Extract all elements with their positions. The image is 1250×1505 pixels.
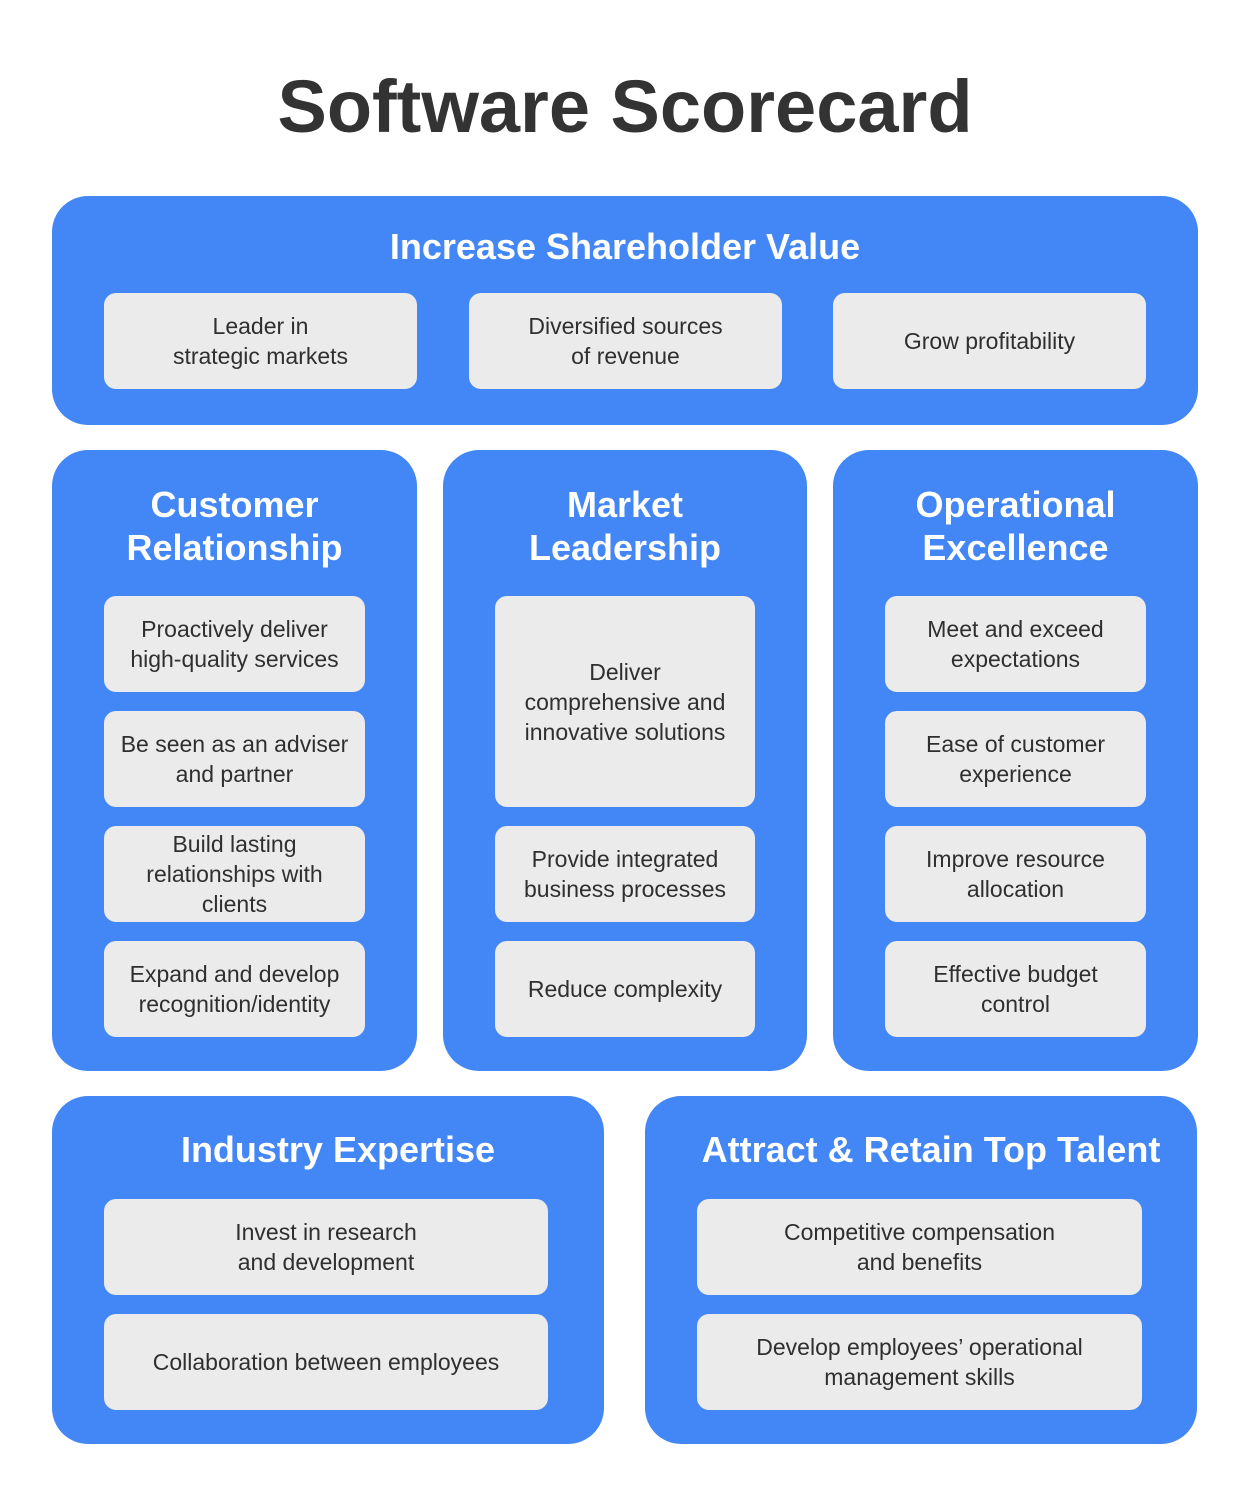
customer-item-text: Expand and develop recognition/identity (129, 961, 340, 1017)
talent-item-text: Competitive compensation and benefits (783, 1219, 1056, 1275)
market-item-text: Deliver comprehensive and innovative sol… (524, 658, 726, 745)
industry-item: Invest in research and development (104, 1199, 548, 1295)
operational-item: Improve resource allocation (885, 826, 1146, 922)
market-item-text: Reduce complexity (527, 976, 723, 1002)
customer-item: Proactively deliver high-quality service… (104, 596, 365, 692)
operational-excellence-panel: Operational Excellence Meet and exceed e… (833, 450, 1198, 1071)
market-item: Provide integrated business processes (495, 826, 755, 922)
industry-expertise-panel: Industry Expertise Invest in research an… (52, 1096, 604, 1444)
talent-item-text: Develop employees’ operational managemen… (756, 1334, 1083, 1390)
market-leadership-title: Market Leadership (528, 484, 722, 568)
talent-item: Competitive compensation and benefits (697, 1199, 1142, 1295)
customer-item-text: Be seen as an adviser and partner (120, 731, 349, 787)
shareholder-item: Leader in strategic markets (104, 293, 417, 389)
shareholder-value-panel: Increase Shareholder Value Leader in str… (52, 196, 1198, 425)
operational-item: Meet and exceed expectations (885, 596, 1146, 692)
talent-title: Attract & Retain Top Talent (701, 1129, 1161, 1170)
shareholder-item: Diversified sources of revenue (469, 293, 782, 389)
customer-item: Build lasting relationships with clients (104, 826, 365, 922)
industry-item: Collaboration between employees (104, 1314, 548, 1410)
talent-item: Develop employees’ operational managemen… (697, 1314, 1142, 1410)
page-title: Software Scorecard (277, 65, 973, 148)
operational-item: Effective budget control (885, 941, 1146, 1037)
industry-expertise-title: Industry Expertise (180, 1129, 496, 1170)
talent-panel: Attract & Retain Top Talent Competitive … (645, 1096, 1197, 1444)
customer-item: Be seen as an adviser and partner (104, 711, 365, 807)
industry-item-text: Collaboration between employees (152, 1349, 500, 1375)
operational-item-text: Effective budget control (933, 961, 1098, 1017)
market-item: Reduce complexity (495, 941, 755, 1037)
industry-item-text: Invest in research and development (235, 1219, 417, 1275)
shareholder-item: Grow profitability (833, 293, 1146, 389)
operational-item-text: Improve resource allocation (926, 846, 1105, 902)
operational-excellence-title: Operational Excellence (915, 484, 1116, 568)
market-leadership-panel: Market Leadership Deliver comprehensive … (443, 450, 807, 1071)
customer-relationship-title: Customer Relationship (126, 484, 343, 568)
operational-item-text: Ease of customer experience (926, 731, 1105, 787)
market-item-text: Provide integrated business processes (524, 846, 726, 902)
customer-item-text: Proactively deliver high-quality service… (130, 616, 339, 672)
customer-item-text: Build lasting relationships with clients (146, 831, 323, 917)
customer-relationship-panel: Customer Relationship Proactively delive… (52, 450, 417, 1071)
shareholder-item-text: Leader in strategic markets (172, 313, 349, 369)
market-item: Deliver comprehensive and innovative sol… (495, 596, 755, 807)
shareholder-item-text: Diversified sources of revenue (528, 313, 723, 369)
shareholder-item-text: Grow profitability (903, 328, 1076, 354)
operational-item-text: Meet and exceed expectations (927, 616, 1104, 672)
shareholder-value-title: Increase Shareholder Value (389, 226, 861, 267)
operational-item: Ease of customer experience (885, 711, 1146, 807)
customer-item: Expand and develop recognition/identity (104, 941, 365, 1037)
